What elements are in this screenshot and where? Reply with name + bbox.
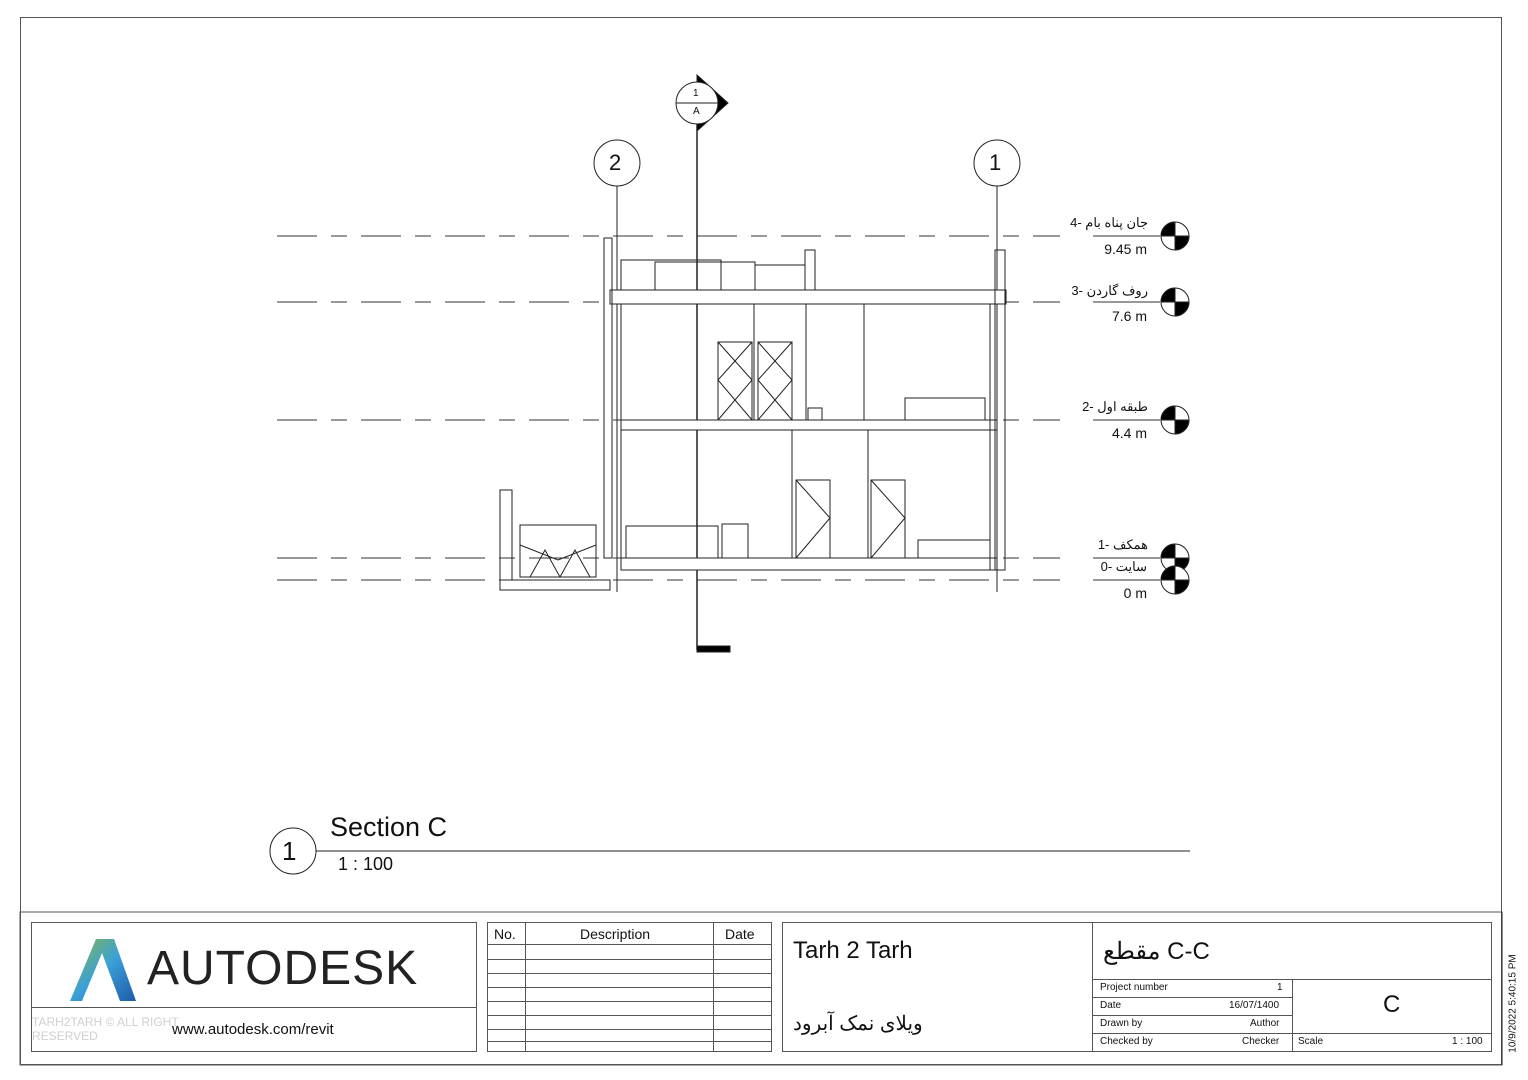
grid-label-2: 2 [609, 150, 622, 175]
field-value-checked-by: Checker [1242, 1036, 1280, 1047]
level-head-icon [1160, 221, 1190, 251]
level-name-4: جان پناه بام -4 [1070, 215, 1148, 230]
field-value-date: 16/07/1400 [1229, 1000, 1280, 1011]
grid-label-1: 1 [989, 150, 1002, 175]
project-name: Tarh 2 Tarh [793, 937, 913, 964]
field-label-project-number: Project number [1100, 982, 1168, 993]
field-label-date: Date [1100, 1000, 1122, 1011]
field-label-drawn-by: Drawn by [1100, 1018, 1143, 1029]
level-head-icon [1160, 405, 1190, 435]
logo-box: AUTODESK www.autodesk.com/revit TARH2TAR… [31, 922, 477, 1052]
field-label-checked-by: Checked by [1100, 1036, 1153, 1047]
sheet-number: C [1383, 991, 1401, 1018]
revision-header-date: Date [725, 926, 755, 942]
level-head-icons [1160, 221, 1190, 595]
title-info-box: Tarh 2 Tarh ویلای نمک آبرود مقطع C-C Pro… [782, 922, 1492, 1052]
building-section [499, 237, 1007, 591]
sheet-name: مقطع C-C [1103, 938, 1210, 965]
section-head-number: 1 [693, 88, 699, 99]
revision-header-description: Description [580, 926, 651, 942]
project-subtitle: ویلای نمک آبرود [793, 1013, 923, 1035]
revision-table: No. Description Date [487, 922, 772, 1052]
section-marker [675, 73, 731, 653]
level-name-0: سایت -0 [1100, 559, 1147, 574]
view-title-number: 1 [282, 836, 297, 866]
view-title-scale: 1 : 100 [338, 854, 394, 874]
level-name-1: همکف -1 [1097, 537, 1148, 552]
level-name-3: روف گاردن -3 [1071, 283, 1148, 298]
level-head-icon [1160, 287, 1190, 317]
section-head-sheet: A [693, 106, 700, 117]
scale-value: 1 : 100 [1452, 1036, 1483, 1047]
autodesk-url: www.autodesk.com/revit [172, 1021, 334, 1038]
autodesk-logo-icon [70, 939, 136, 1001]
view-title-name: Section C [330, 812, 448, 842]
field-value-project-number: 1 [1277, 982, 1283, 993]
grid-bubble-2 [593, 139, 641, 187]
level-elevation-3: 7.6 m [1111, 308, 1147, 324]
level-head-icon [1160, 565, 1190, 595]
revision-header-no: No. [494, 926, 516, 942]
field-value-drawn-by: Author [1250, 1018, 1280, 1029]
level-lines [277, 235, 1060, 581]
autodesk-logo-text: AUTODESK [147, 942, 419, 995]
print-timestamp: 10/9/2022 5:40:15 PM [1507, 954, 1519, 1053]
level-elevation-2: 4.4 m [1111, 425, 1147, 441]
level-elevation-4: 9.45 m [1104, 241, 1147, 257]
watermark: TARH2TARH © ALL RIGHT RESERVED [32, 1015, 179, 1043]
scale-label: Scale [1298, 1036, 1324, 1047]
grid-lines [593, 139, 1021, 592]
level-name-2: طبقه اول -2 [1082, 399, 1148, 414]
level-elevation-0: 0 m [1123, 585, 1147, 601]
grid-bubble-1 [973, 139, 1021, 187]
